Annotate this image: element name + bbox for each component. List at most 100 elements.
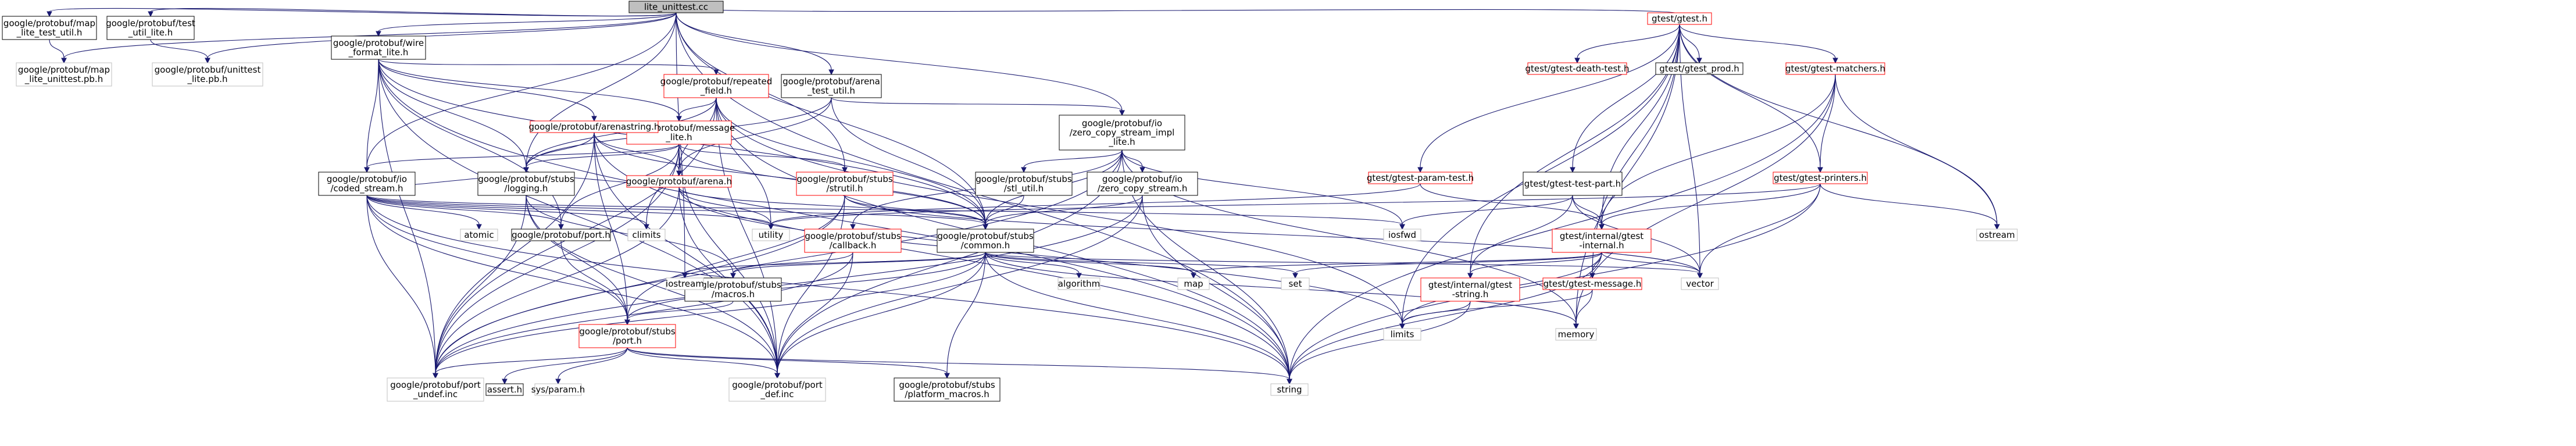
- node-platform-macros[interactable]: google/protobuf/stubs/platform_macros.h: [894, 377, 1001, 402]
- node-utility[interactable]: utility: [752, 229, 790, 241]
- node-arenastring[interactable]: google/protobuf/arenastring.h: [528, 120, 660, 133]
- node-label-line: _def.inc: [760, 389, 794, 400]
- edge-coded_stream-to-atomic: [366, 195, 482, 230]
- node-label-line: set: [1289, 279, 1302, 289]
- node-test-util-lite[interactable]: google/protobuf/test_util_lite.h: [106, 16, 195, 40]
- edge-gtest-to-gtest_test_part: [1570, 24, 1680, 173]
- edge-macros-to-stubs_port: [624, 301, 734, 326]
- node-port-def[interactable]: google/protobuf/port_def.inc: [728, 377, 826, 402]
- node-label-line: /coded_stream.h: [330, 183, 403, 194]
- edge-wire_format_lite-to-coded_stream: [364, 59, 379, 173]
- edge-root-to-zero_copy_impl_lite: [676, 12, 1125, 116]
- node-stl-util[interactable]: google/protobuf/stubs/stl_util.h: [975, 172, 1073, 196]
- node-stubs-port[interactable]: google/protobuf/stubs/port.h: [578, 324, 676, 348]
- edge-root-to-gtest: [676, 6, 1682, 20]
- node-label-line: google/protobuf/stubs: [899, 380, 995, 390]
- node-root[interactable]: lite_unittest.cc: [628, 1, 724, 13]
- node-map-test-util[interactable]: google/protobuf/map_lite_test_util.h: [2, 16, 97, 40]
- edge-message_lite-to-coded_stream: [364, 144, 680, 173]
- node-label-line: google/protobuf/port.h: [512, 230, 610, 240]
- node-label-line: lite_unittest.cc: [644, 2, 708, 13]
- node-gtest-test-part[interactable]: gtest/gtest-test-part.h: [1523, 172, 1623, 196]
- node-logging[interactable]: google/protobuf/stubs/logging.h: [477, 172, 575, 196]
- node-label-line: atomic: [464, 230, 494, 240]
- node-label-line: google/protobuf/io: [1102, 174, 1182, 184]
- edge-coded_stream-to-port_h: [366, 195, 564, 230]
- node-label-line: google/protobuf/io: [1082, 118, 1162, 129]
- node-gtest-param[interactable]: gtest/gtest-param-test.h: [1367, 172, 1474, 184]
- node-gtest-string[interactable]: gtest/internal/gtest-string.h: [1420, 277, 1520, 302]
- edge-strutil-to-port_undef: [433, 195, 845, 379]
- node-label-line: climits: [632, 230, 660, 240]
- edge-gtest_printers-to-gtest_internal: [1599, 183, 1821, 230]
- node-wire-format-lite[interactable]: google/protobuf/wire_format_lite.h: [331, 35, 426, 60]
- node-zero-copy-stream[interactable]: google/protobuf/io/zero_copy_stream.h: [1087, 172, 1198, 196]
- edge-root-to-wire_format_lite: [376, 12, 677, 37]
- edge-stubs_port-to-port_def: [627, 347, 780, 379]
- node-label-line: /strutil.h: [827, 183, 863, 194]
- node-callback[interactable]: google/protobuf/stubs/callback.h: [804, 229, 902, 253]
- node-string[interactable]: string: [1270, 383, 1309, 396]
- node-gtest-printers[interactable]: gtest/gtest-printers.h: [1773, 172, 1868, 184]
- node-label-line: gtest/gtest-matchers.h: [1785, 63, 1885, 74]
- edge-gtest-to-gtest_death: [1574, 24, 1680, 64]
- edge-strutil-to-stubs_port: [624, 195, 845, 326]
- edge-stubs_port-to-port_undef: [433, 347, 628, 379]
- node-algorithm[interactable]: algorithm: [1057, 277, 1101, 290]
- node-label-line: vector: [1686, 279, 1714, 289]
- node-label-line: sys/param.h: [531, 384, 585, 395]
- node-gtest-message[interactable]: gtest/gtest-message.h: [1542, 277, 1642, 290]
- node-map-unittest-pb[interactable]: google/protobuf/map_lite_unittest.pb.h: [16, 62, 112, 87]
- edge-wire_format_lite-to-arenastring: [378, 59, 597, 122]
- node-port-h[interactable]: google/protobuf/port.h: [511, 229, 611, 241]
- edge-common-to-port_def: [774, 252, 986, 379]
- node-label-line: google/protobuf/wire: [333, 38, 424, 48]
- node-unittest-lite-pb[interactable]: google/protobuf/unittest_lite.pb.h: [152, 62, 263, 87]
- node-arena-test-util[interactable]: google/protobuf/arena_test_util.h: [781, 74, 882, 98]
- node-gtest[interactable]: gtest/gtest.h: [1647, 12, 1712, 25]
- node-sys-param[interactable]: sys/param.h: [531, 383, 585, 396]
- node-label-line: _field.h: [700, 85, 732, 97]
- node-vector[interactable]: vector: [1681, 277, 1719, 290]
- node-gtest-death[interactable]: gtest/gtest-death-test.h: [1525, 62, 1630, 75]
- node-common[interactable]: google/protobuf/stubs/common.h: [937, 229, 1034, 253]
- edge-gtest_string-to-limits: [1399, 301, 1471, 330]
- node-label-line: _lite.h: [665, 132, 692, 143]
- node-strutil[interactable]: google/protobuf/stubs/strutil.h: [796, 172, 894, 196]
- edge-gtest-to-gtest_printers: [1679, 24, 1823, 173]
- node-zero-copy-impl-lite[interactable]: google/protobuf/io/zero_copy_stream_impl…: [1059, 115, 1185, 151]
- node-atomic[interactable]: atomic: [460, 229, 498, 241]
- node-limits[interactable]: limits: [1383, 328, 1421, 341]
- node-set[interactable]: set: [1281, 277, 1310, 290]
- node-gtest-internal[interactable]: gtest/internal/gtest-internal.h: [1552, 229, 1652, 253]
- node-assert-h[interactable]: assert.h: [485, 383, 524, 396]
- node-port-undef[interactable]: google/protobuf/port_undef.inc: [387, 377, 484, 402]
- node-coded-stream[interactable]: google/protobuf/io/coded_stream.h: [318, 172, 416, 196]
- node-repeated-field[interactable]: google/protobuf/repeated_field.h: [660, 74, 772, 98]
- node-label-line: iostream: [666, 279, 704, 289]
- edge-coded_stream-to-climits: [366, 195, 649, 230]
- edge-gtest_printers-to-ostream: [1820, 183, 2000, 230]
- node-label-line: google/protobuf/stubs: [685, 280, 781, 290]
- node-gtest-matchers[interactable]: gtest/gtest-matchers.h: [1785, 62, 1885, 75]
- node-climits[interactable]: climits: [627, 229, 666, 241]
- node-label-line: google/protobuf/stubs: [579, 326, 676, 337]
- node-label-line: _util_lite.h: [128, 27, 173, 38]
- node-label-line: /macros.h: [712, 289, 755, 299]
- node-map[interactable]: map: [1177, 277, 1210, 290]
- node-memory[interactable]: memory: [1555, 328, 1597, 341]
- edge-gtest_test_part-to-iosfwd: [1399, 195, 1573, 230]
- edge-layer: [47, 6, 2000, 385]
- edge-wire_format_lite-to-message_lite: [378, 59, 682, 122]
- edge-common-to-port_undef: [433, 252, 986, 379]
- node-label-line: google/protobuf/port: [390, 380, 481, 390]
- node-gtest-prod[interactable]: gtest/gtest_prod.h: [1655, 62, 1743, 75]
- node-label-line: gtest/internal/gtest: [1428, 280, 1512, 290]
- node-ostream[interactable]: ostream: [1976, 229, 2018, 241]
- edge-gtest-to-gtest_param: [1417, 24, 1680, 173]
- node-iosfwd[interactable]: iosfwd: [1383, 229, 1421, 241]
- node-iostream[interactable]: iostream: [666, 277, 704, 290]
- node-arena[interactable]: google/protobuf/arena.h: [626, 175, 732, 188]
- node-label-line: _test_util.h: [807, 85, 855, 97]
